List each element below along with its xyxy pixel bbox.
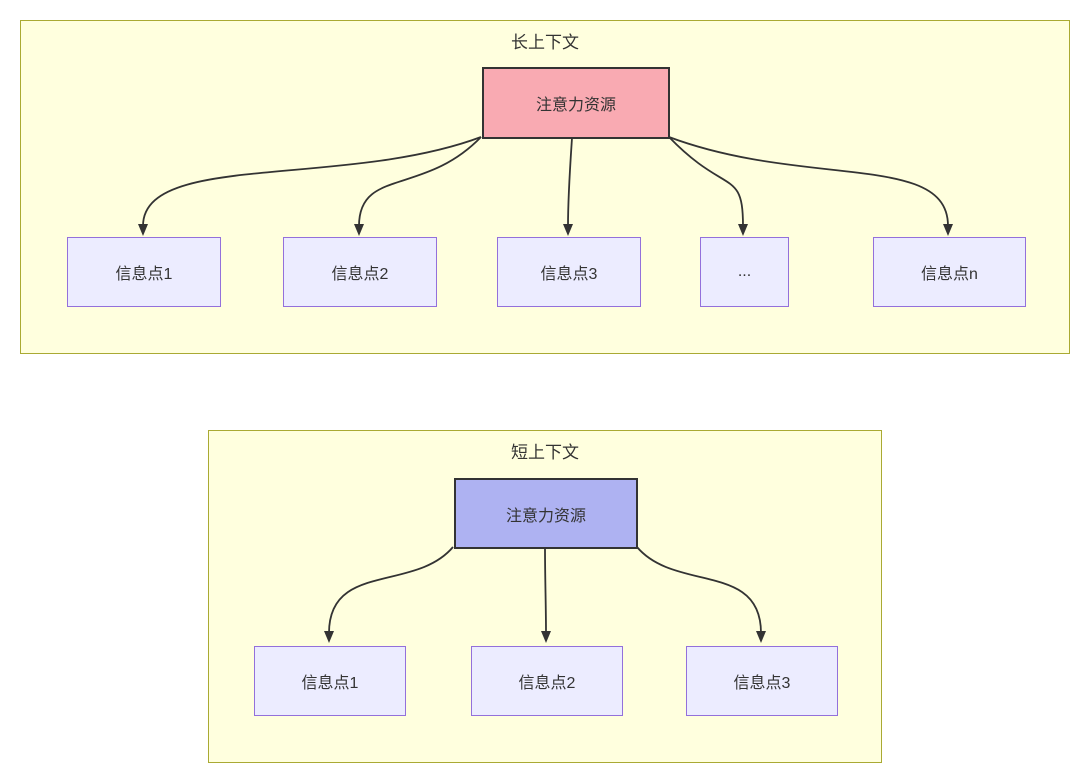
info-node-short-1-label: 信息点1 [301, 675, 359, 692]
attention-node-short-label: 注意力资源 [505, 507, 586, 525]
short-context-title: 短上下文 [511, 443, 579, 462]
info-node-short-2: 信息点2 [471, 646, 623, 716]
info-node-long-1-label: 信息点1 [115, 266, 173, 283]
info-node-long-3: 信息点3 [497, 237, 641, 307]
info-node-long-2-label: 信息点2 [331, 266, 389, 283]
info-node-long-n-label: 信息点n [921, 266, 978, 283]
info-node-short-1: 信息点1 [254, 646, 406, 716]
info-node-long-2: 信息点2 [283, 237, 437, 307]
info-node-long-3-label: 信息点3 [540, 266, 598, 283]
attention-node-long: 注意力资源 [482, 67, 670, 139]
long-context-cluster: 长上下文 注意力资源 信息点1 信息点2 信息点3 ... 信息点n [20, 20, 1070, 354]
info-node-long-n: 信息点n [873, 237, 1026, 307]
info-node-short-3: 信息点3 [686, 646, 838, 716]
info-node-long-ellipsis-label: ... [737, 263, 752, 280]
long-context-title: 长上下文 [511, 33, 579, 52]
info-node-short-3-label: 信息点3 [733, 675, 791, 692]
info-node-long-1: 信息点1 [67, 237, 221, 307]
attention-node-short: 注意力资源 [454, 478, 638, 549]
short-context-cluster: 短上下文 注意力资源 信息点1 信息点2 信息点3 [208, 430, 882, 763]
info-node-long-ellipsis: ... [700, 237, 789, 307]
info-node-short-2-label: 信息点2 [518, 675, 576, 692]
attention-node-long-label: 注意力资源 [535, 97, 616, 114]
